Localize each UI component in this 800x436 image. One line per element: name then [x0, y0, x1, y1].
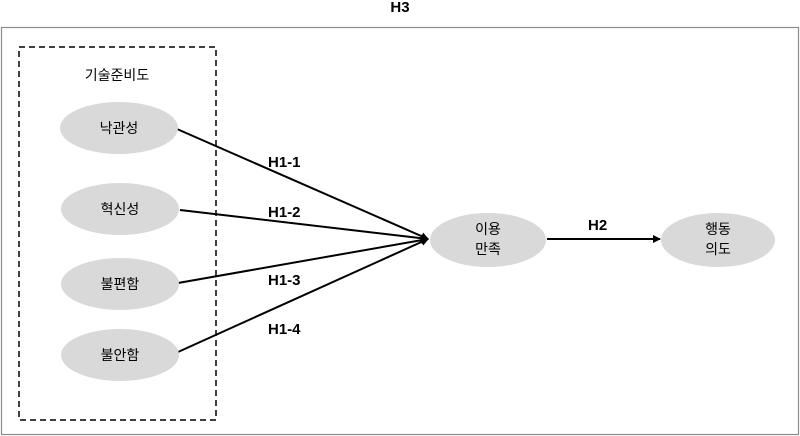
node-innovativeness: 혁신성 [61, 183, 179, 235]
path-label-h1-1: H1-1 [268, 154, 301, 171]
path-h1-3 [177, 236, 429, 284]
node-innovativeness-label: 혁신성 [101, 202, 140, 218]
node-user-satisfaction-label-line2: 만족 [475, 242, 501, 258]
technology-readiness-group-label: 기술준비도 [85, 68, 150, 84]
node-insecurity: 불안함 [61, 329, 179, 381]
path-h1-1 [176, 128, 429, 240]
node-discomfort-label: 불편함 [101, 277, 140, 293]
path-label-h1-4: H1-4 [268, 321, 301, 338]
node-user-satisfaction: 이용 만족 [430, 213, 546, 267]
node-behavioral-intention-label-line1: 행동 [705, 222, 731, 238]
node-optimism: 낙관성 [60, 102, 178, 154]
node-optimism-label: 낙관성 [100, 121, 139, 137]
node-discomfort: 불편함 [61, 258, 179, 310]
node-behavioral-intention-label-line2: 의도 [705, 242, 731, 258]
path-label-h1-3: H1-3 [268, 272, 301, 289]
path-label-h1-2: H1-2 [268, 204, 301, 221]
node-insecurity-label: 불안함 [101, 348, 140, 364]
node-behavioral-intention: 행동 의도 [661, 213, 775, 267]
technology-readiness-group-box [18, 46, 217, 421]
path-h1-4 [177, 238, 429, 353]
path-h1-2 [179, 209, 429, 243]
path-label-h2: H2 [588, 217, 607, 234]
diagram-title: H3 [390, 0, 409, 16]
outer-frame [0, 26, 800, 436]
node-user-satisfaction-label-line1: 이용 [475, 222, 501, 238]
